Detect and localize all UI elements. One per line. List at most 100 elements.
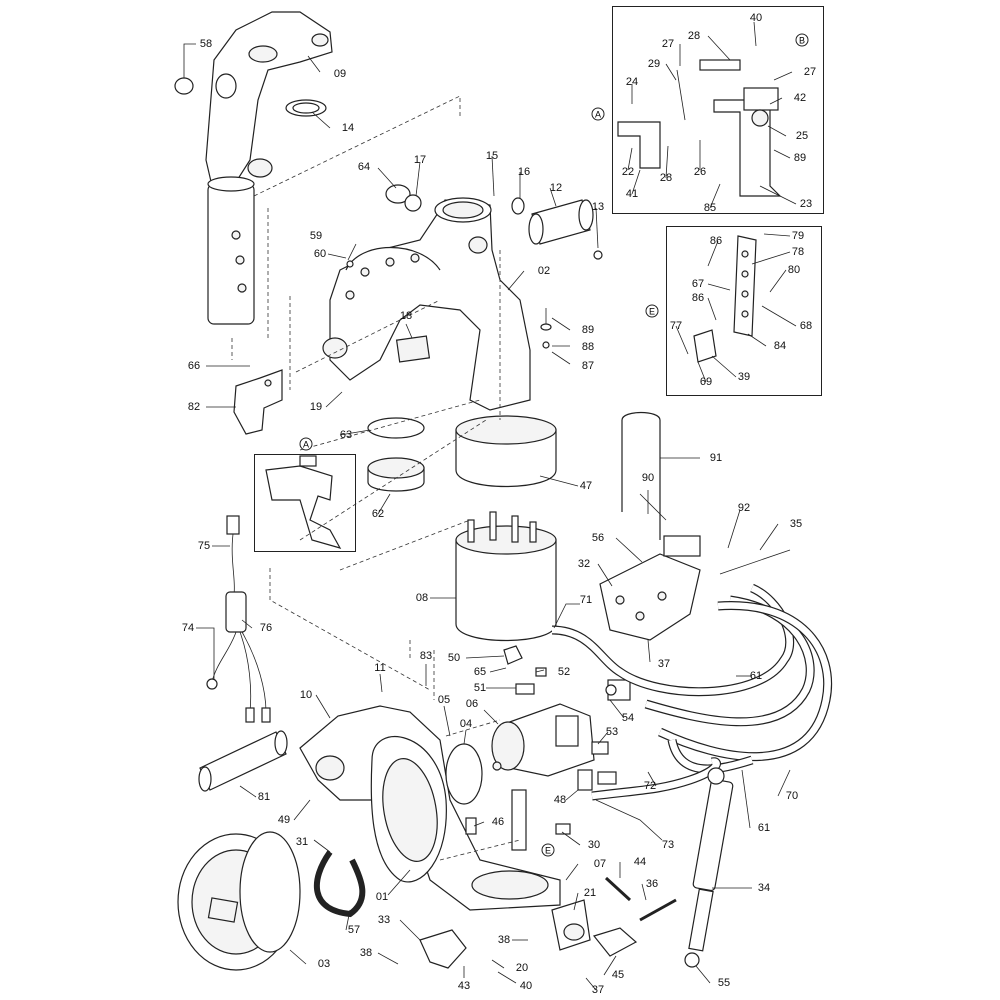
clamp-part (419, 929, 467, 969)
callout-38a: 38 (359, 947, 373, 959)
callout-73: 73 (661, 839, 675, 851)
bracket-part-45 (592, 927, 638, 957)
callout-53: 53 (605, 726, 619, 738)
callout-01: 01 (375, 891, 389, 903)
callout-38b: 38 (497, 934, 511, 946)
marker-detail-a: A (591, 107, 605, 121)
marker-detail-b: B (795, 33, 809, 47)
callout-16: 16 (517, 166, 531, 178)
callout-84: 84 (773, 340, 787, 352)
callout-13: 13 (591, 201, 605, 213)
sensor-cable-part (206, 515, 271, 723)
callout-58: 58 (199, 38, 213, 50)
screw-part (346, 260, 354, 268)
callout-20: 20 (515, 962, 529, 974)
callout-54: 54 (621, 712, 635, 724)
callout-70: 70 (785, 790, 799, 802)
callout-63: 63 (339, 429, 353, 441)
callout-67: 67 (691, 278, 705, 290)
plug-part (385, 184, 411, 204)
callout-43: 43 (457, 980, 471, 992)
callout-78: 78 (791, 246, 805, 258)
shock-absorber-part (684, 767, 734, 968)
callout-88: 88 (581, 341, 595, 353)
callout-37b: 37 (591, 984, 605, 996)
callout-89a: 89 (581, 324, 595, 336)
callout-48: 48 (553, 794, 567, 806)
callout-79: 79 (791, 230, 805, 242)
callout-23: 23 (799, 198, 813, 210)
callout-57: 57 (347, 924, 361, 936)
callout-76: 76 (259, 622, 273, 634)
callout-49: 49 (277, 814, 291, 826)
hose-57-part (314, 850, 366, 918)
callout-11: 11 (374, 662, 386, 674)
callout-62: 62 (371, 508, 385, 520)
callout-42: 42 (793, 92, 807, 104)
callout-47: 47 (579, 480, 593, 492)
callout-06: 06 (465, 698, 479, 710)
callout-30: 30 (587, 839, 601, 851)
callout-15: 15 (485, 150, 499, 162)
hydraulic-hoses (551, 583, 832, 801)
callout-92: 92 (737, 502, 751, 514)
mounting-plate-part (233, 369, 283, 435)
callout-55: 55 (717, 977, 731, 989)
sleeve-part (528, 199, 594, 245)
callout-80: 80 (787, 264, 801, 276)
fitting-parts (503, 645, 631, 791)
callout-61b: 61 (757, 822, 771, 834)
sensor-bracket-part (511, 789, 527, 851)
callout-17: 17 (413, 154, 427, 166)
callout-87: 87 (581, 360, 595, 372)
detail-a-small-panel (254, 454, 356, 552)
hydraulic-motor-part (491, 703, 595, 777)
callout-66: 66 (187, 360, 201, 372)
callout-59: 59 (309, 230, 323, 242)
callout-27b: 27 (803, 66, 817, 78)
callout-64: 64 (357, 161, 371, 173)
axle-housing-part (299, 705, 561, 911)
callout-34: 34 (757, 882, 771, 894)
tube-part (198, 730, 288, 792)
cup-part (367, 457, 425, 492)
callout-08: 08 (415, 592, 429, 604)
callout-86b: 86 (691, 292, 705, 304)
seal-ring-part (445, 743, 483, 805)
callout-39: 39 (737, 371, 751, 383)
callout-40b: 40 (749, 12, 763, 24)
cylinder-part (455, 511, 557, 642)
valve-bracket-part (599, 535, 701, 641)
callout-72: 72 (643, 780, 657, 792)
callout-44: 44 (633, 856, 647, 868)
callout-12: 12 (549, 182, 563, 194)
callout-32: 32 (577, 558, 591, 570)
pad-part (395, 335, 431, 363)
callout-75: 75 (197, 540, 211, 552)
marker-detail-e: E (645, 304, 659, 318)
main-bracket-part (322, 197, 531, 411)
callout-14: 14 (341, 122, 355, 134)
detail-e-assembly (693, 235, 757, 363)
callout-52: 52 (557, 666, 571, 678)
callout-90: 90 (641, 472, 655, 484)
callout-81: 81 (257, 791, 271, 803)
callout-65: 65 (473, 666, 487, 678)
callout-31: 31 (295, 836, 309, 848)
callout-60: 60 (313, 248, 327, 260)
cover-part (455, 415, 557, 488)
callout-03: 03 (317, 958, 331, 970)
callout-19: 19 (309, 401, 323, 413)
marker-detail-a-small: A (299, 437, 313, 451)
detail-e-panel (666, 226, 822, 396)
detail-a-assembly (617, 59, 782, 197)
callout-29: 29 (647, 58, 661, 70)
callout-71: 71 (579, 594, 593, 606)
callout-77: 77 (669, 320, 683, 332)
callout-68: 68 (799, 320, 813, 332)
knuckle-post-part (205, 11, 333, 325)
callout-33: 33 (377, 914, 391, 926)
callout-74: 74 (181, 622, 195, 634)
marker-detail-e-housing: E (541, 843, 555, 857)
